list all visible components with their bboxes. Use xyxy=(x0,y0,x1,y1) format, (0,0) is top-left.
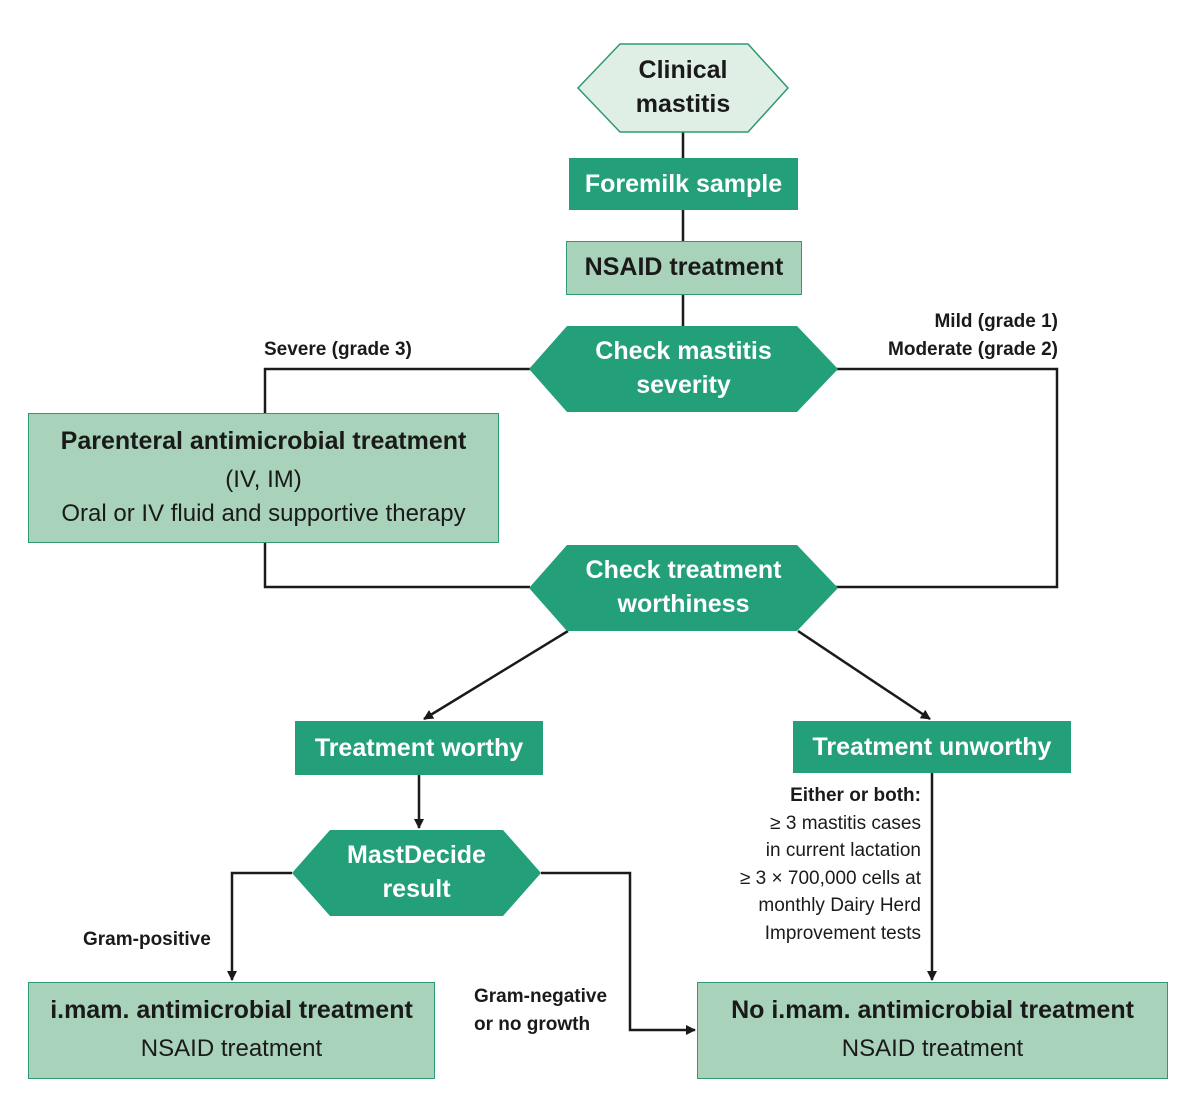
gram-positive-label: Gram-positive xyxy=(83,929,211,950)
connector-severity-mild xyxy=(836,367,1059,589)
worthiness-hexagon-shape xyxy=(529,545,838,631)
no-imam-title: No i.mam. antimicrobial treatment xyxy=(731,996,1134,1025)
parenteral-route: (IV, IM) xyxy=(225,466,302,494)
arrow-gram-positive xyxy=(227,871,292,981)
mastdecide-result-node: MastDecide result xyxy=(292,830,541,916)
parenteral-title: Parenteral antimicrobial treatment xyxy=(60,426,467,455)
moderate-label: Moderate (grade 2) xyxy=(888,338,1058,360)
no-imam-sub: NSAID treatment xyxy=(841,1035,1024,1063)
start-line-1: Clinical xyxy=(638,56,728,85)
arrow-to-worthy xyxy=(423,629,569,721)
mastdecide-line-2: result xyxy=(382,875,451,903)
arrow-gram-negative xyxy=(541,871,696,1035)
imam-sub: NSAID treatment xyxy=(140,1035,323,1063)
check-worthiness-node: Check treatment worthiness xyxy=(529,545,838,631)
worthy-label: Treatment worthy xyxy=(314,733,524,762)
treatment-worthy-box: Treatment worthy xyxy=(295,721,543,775)
severe-grade-label: Severe (grade 3) xyxy=(264,339,412,360)
severity-line-1: Check mastitis xyxy=(595,337,772,366)
severity-hexagon-shape xyxy=(529,326,838,412)
criteria-2b: monthly Dairy Herd xyxy=(758,895,921,917)
worthiness-line-2: worthiness xyxy=(617,590,750,618)
start-line-2: mastitis xyxy=(635,90,731,118)
check-severity-node: Check mastitis severity xyxy=(529,326,838,412)
parenteral-treatment-box: Parenteral antimicrobial treatment (IV, … xyxy=(28,413,499,543)
treatment-unworthy-box: Treatment unworthy xyxy=(793,721,1071,773)
criteria-1b: in current lactation xyxy=(765,840,921,862)
unworthy-label: Treatment unworthy xyxy=(812,732,1052,761)
nsaid-treatment-box: NSAID treatment xyxy=(566,241,802,295)
foremilk-sample-box: Foremilk sample xyxy=(569,158,798,210)
parenteral-supportive: Oral or IV fluid and supportive therapy xyxy=(61,499,466,527)
gram-negative-label: Gram-negative or no growth xyxy=(474,983,607,1038)
start-hexagon-shape xyxy=(576,43,790,133)
criteria-1a: ≥ 3 mastitis cases xyxy=(770,812,921,834)
gram-negative-line-1: Gram-negative xyxy=(474,986,608,1007)
unworthy-criteria: Either or both: ≥ 3 mastitis cases in cu… xyxy=(740,782,921,947)
criteria-2a: ≥ 3 × 700,000 cells at xyxy=(739,867,921,889)
severity-line-2: severity xyxy=(636,371,731,399)
mastdecide-hexagon-shape xyxy=(292,830,541,916)
arrow-to-unworthy xyxy=(797,629,931,721)
connector-parenteral-worthiness xyxy=(263,543,530,589)
gram-negative-line-2: or no growth xyxy=(474,1013,591,1035)
worthiness-line-1: Check treatment xyxy=(585,556,782,585)
criteria-2c: Improvement tests xyxy=(764,922,921,944)
criteria-heading: Either or both: xyxy=(790,785,921,806)
connector-severity-severe xyxy=(263,367,530,413)
mild-label: Mild (grade 1) xyxy=(934,311,1058,332)
imam-title: i.mam. antimicrobial treatment xyxy=(50,996,413,1025)
no-imam-treatment-box: No i.mam. antimicrobial treatment NSAID … xyxy=(697,982,1168,1079)
imam-treatment-box: i.mam. antimicrobial treatment NSAID tre… xyxy=(28,982,435,1079)
nsaid-label: NSAID treatment xyxy=(584,253,784,282)
mild-moderate-label: Mild (grade 1) Moderate (grade 2) xyxy=(888,308,1058,363)
mastdecide-line-1: MastDecide xyxy=(347,841,486,870)
start-node-clinical-mastitis: Clinical mastitis xyxy=(578,44,788,132)
foremilk-label: Foremilk sample xyxy=(584,169,783,198)
